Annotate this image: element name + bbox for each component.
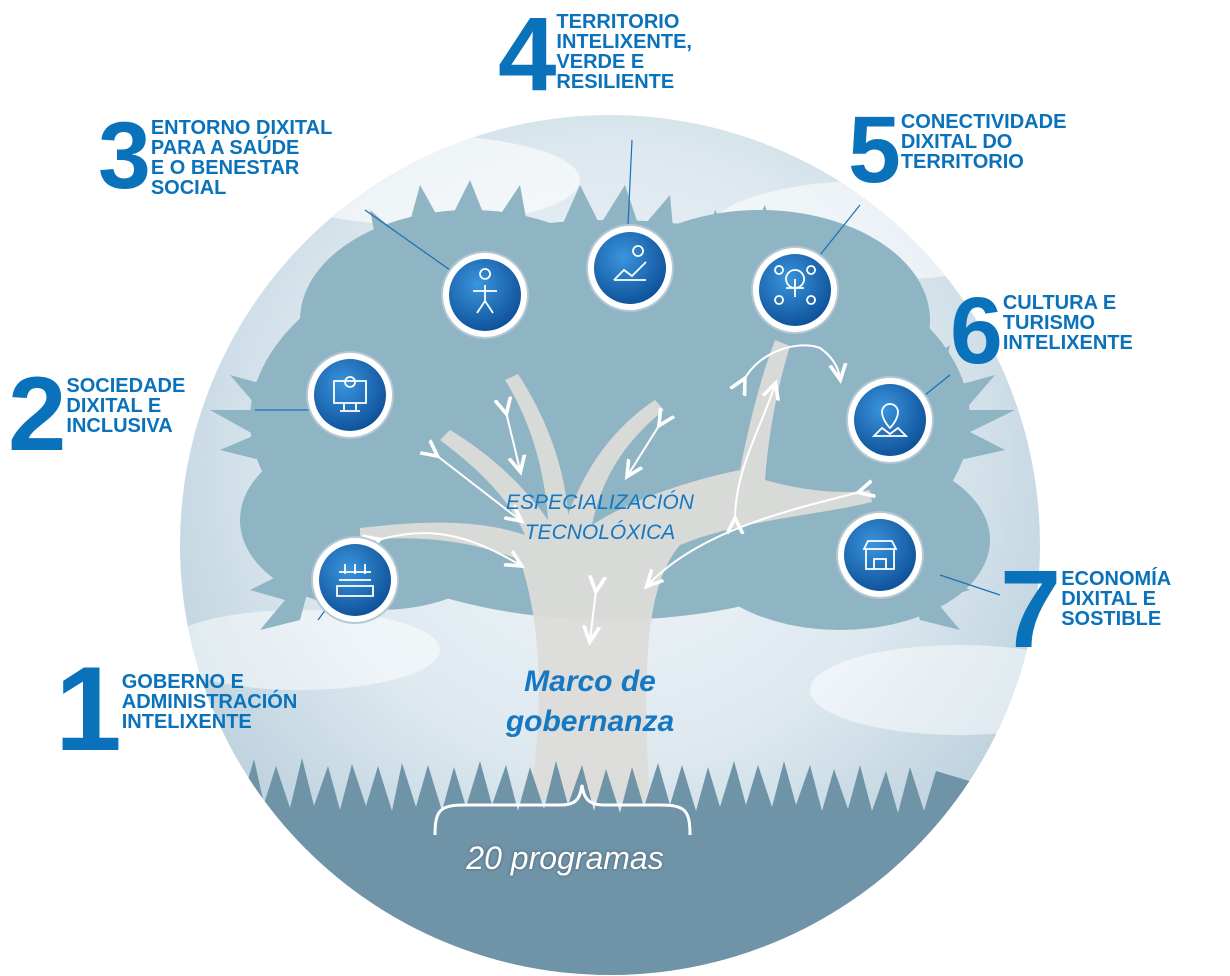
pillar-7: 7 ECONOMÍA DIXITAL E SOSTIBLE [1000,548,1172,671]
map-pin-icon [871,403,909,437]
governance-label: Marco de gobernanza [505,665,675,738]
pillar-label: ENTORNO DIXITAL PARA A SAÚDE E O BENESTA… [150,117,333,199]
pillar-number: 5 [848,97,901,203]
pillar-label: CULTURA E TURISMO INTELIXENTE [1002,292,1133,354]
pillar-number: 4 [498,0,556,113]
pillar-label: TERRITORIO INTELIXENTE, VERDE E RESILIEN… [556,11,692,93]
flow-arrows [378,344,860,640]
pillar-6-button[interactable] [846,376,934,464]
pillar-number: 7 [1000,548,1061,671]
pillar-number: 2 [8,356,66,473]
storefront-icon [862,540,898,570]
pillar-4: 4 TERRITORIO INTELIXENTE, VERDE E RESILI… [498,0,692,113]
pillar-1-button[interactable] [311,536,399,624]
pillar-label: CONECTIVIDADE DIXITAL DO TERRITORIO [900,111,1067,173]
pillar-2-button[interactable] [306,351,394,439]
programs-label: 20 programas [466,840,664,876]
pillar-number: 6 [950,278,1003,384]
pillar-label: ECONOMÍA DIXITAL E SOSTIBLE [1061,568,1172,630]
digital-screen-icon [333,376,367,412]
pillar-label: SOCIEDADE DIXITAL E INCLUSIVA [66,375,186,437]
pillar-label: GOBERNO E ADMINISTRACIÓN INTELIXENTE [121,671,298,733]
pillar-6: 6 CULTURA E TURISMO INTELIXENTE [950,278,1133,384]
health-person-icon [473,268,497,314]
pillar-5: 5 CONECTIVIDADE DIXITAL DO TERRITORIO [848,97,1067,203]
pillar-3-button[interactable] [441,251,529,339]
pillar-2: 2 SOCIEDADE DIXITAL E INCLUSIVA [8,356,186,473]
pillar-3: 3 ENTORNO DIXITAL PARA A SAÚDE E O BENES… [98,103,333,209]
landscape-icon [613,245,647,281]
programs-brace [433,784,692,836]
pillar-number: 1 [55,642,122,776]
circuit-icon [336,564,374,597]
specialization-label: ESPECIALIZACIÓN TECNOLÓXICA [506,491,694,544]
pillar-5-button[interactable] [751,246,839,334]
pillar-7-button[interactable] [836,511,924,599]
pillar-number: 3 [98,103,151,209]
pillar-4-button[interactable] [586,224,674,312]
pillar-1: 1 GOBERNO E ADMINISTRACIÓN INTELIXENTE [55,642,298,776]
network-globe-icon [774,265,816,305]
